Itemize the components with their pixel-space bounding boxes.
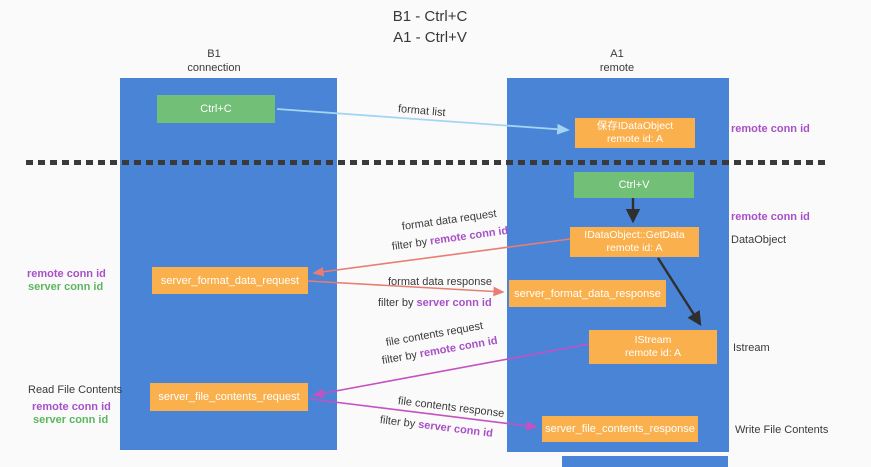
annotation-read-file-contents: Read File Contents [28,384,123,396]
annotation-remote-conn-id-left-bottom: remote conn id [32,401,111,413]
diagram-title: B1 - Ctrl+C A1 - Ctrl+V [330,6,530,48]
node-istream-line2: remote id: A [624,347,682,359]
lifeline-header-a1: A1 remote [567,47,667,76]
label-file-contents-response: file contents response [397,395,505,420]
node-ctrl-v: Ctrl+V [574,172,694,198]
filter-by-text: filter by [378,297,414,309]
lifeline-b1-name: B1 [207,48,221,60]
annotation-istream: Istream [733,342,770,354]
lifeline-a1-name: A1 [610,48,624,60]
annotation-remote-conn-id-left-top: remote conn id [27,268,106,280]
node-server-file-contents-request: server_file_contents_request [150,383,308,411]
lifeline-b1-subtitle: connection [187,62,241,75]
node-idataobject-getdata: IDataObject::GetData remote id: A [570,227,699,257]
filter-by-text: filter by [380,348,418,367]
annotation-write-file-contents: Write File Contents [735,424,829,436]
node-istream: IStream remote id: A [589,330,717,364]
lifeline-header-b1: B1 connection [164,47,264,76]
annotation-server-conn-id-left-bottom: server conn id [33,414,109,426]
node-idataobject-getdata-line1: IDataObject::GetData [584,229,685,242]
annotation-server-conn-id-left-top: server conn id [28,281,104,293]
label-format-data-response: format data response [388,276,492,288]
diagram-title-line1: B1 - Ctrl+C [392,8,468,25]
node-server-file-contents-response: server_file_contents_response [542,416,698,442]
annotation-remote-conn-id-top-right: remote conn id [731,123,810,135]
remote-conn-id-keyword: remote conn id [429,224,510,248]
annotation-remote-conn-id-mid-right: remote conn id [731,211,810,223]
diagram-title-line2: A1 - Ctrl+V [393,29,467,46]
node-idataobject-getdata-line2: remote id: A [606,242,663,254]
lifeline-a1-subtitle: remote [599,62,635,75]
server-conn-id-keyword: server conn id [417,418,494,440]
node-istream-line1: IStream [634,334,672,347]
annotation-dataobject: DataObject [731,234,787,246]
next-lifeline-partial [562,456,728,467]
node-server-format-data-response: server_format_data_response [509,280,666,307]
server-conn-id-keyword: server conn id [416,297,492,309]
node-save-idataobject-line1: 保存IDataObject [596,120,674,133]
node-ctrl-c: Ctrl+C [157,95,275,123]
node-server-format-data-request: server_format_data_request [152,267,308,294]
node-save-idataobject: 保存IDataObject remote id: A [575,118,695,148]
label-format-list: format list [397,103,447,120]
session-divider [26,160,830,165]
filter-by-text: filter by [391,236,428,253]
filter-by-text: filter by [379,414,416,431]
node-save-idataobject-line2: remote id: A [606,133,664,145]
